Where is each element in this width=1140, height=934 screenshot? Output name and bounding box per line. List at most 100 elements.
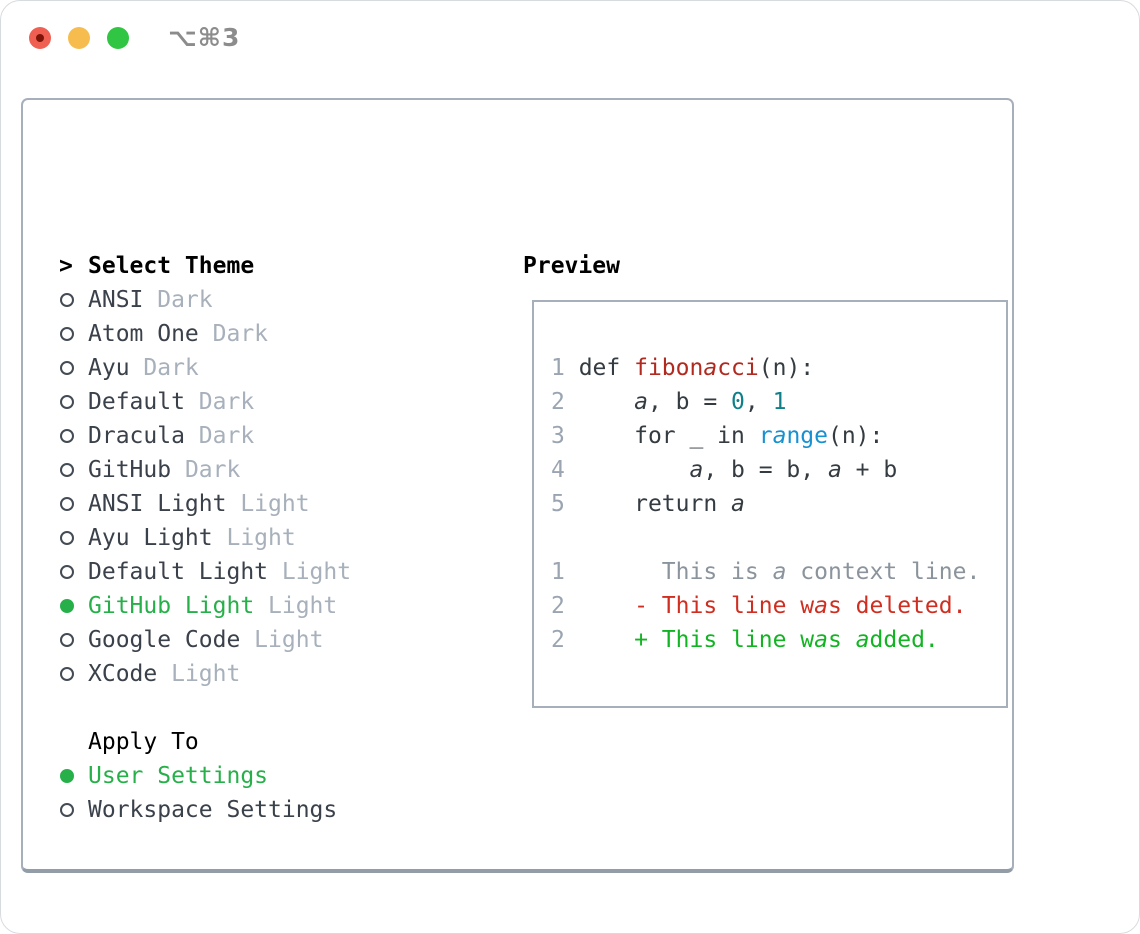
theme-option-default-light[interactable]: Default Light Light: [59, 555, 351, 589]
theme-name: Dracula: [88, 423, 185, 449]
theme-variant: Light: [157, 661, 241, 687]
radio-icon[interactable]: [59, 395, 88, 409]
theme-name: GitHub: [88, 457, 172, 483]
code-token: 5: [551, 491, 579, 517]
select-theme-header-row: > Select Theme: [59, 249, 351, 283]
apply-to-header: Apply To: [88, 729, 199, 755]
cursor-marker: >: [59, 253, 88, 279]
minimize-button[interactable]: [68, 27, 90, 49]
code-token: 1: [551, 355, 579, 381]
radio-icon[interactable]: [59, 497, 88, 511]
code-token: (n):: [758, 355, 815, 381]
theme-variant: Light: [240, 627, 324, 653]
radio-icon[interactable]: [59, 633, 88, 647]
code-line: [551, 521, 980, 555]
theme-variant: Light: [268, 559, 352, 585]
code-token: def: [578, 355, 635, 381]
code-line: 3 for _ in range(n):: [551, 419, 980, 453]
radio-icon[interactable]: [59, 667, 88, 681]
apply-option-label: User Settings: [88, 763, 269, 789]
radio-icon[interactable]: [59, 565, 88, 579]
apply-option-label: Workspace Settings: [88, 797, 338, 823]
code-token: 4: [551, 457, 579, 483]
theme-variant: Light: [254, 593, 338, 619]
radio-icon[interactable]: [59, 531, 88, 545]
theme-option-atom-one[interactable]: Atom One Dark: [59, 317, 351, 351]
theme-variant: Dark: [198, 321, 269, 347]
apply-option-user-settings[interactable]: User Settings: [59, 759, 351, 793]
theme-name: ANSI Light: [88, 491, 227, 517]
theme-variant: Dark: [171, 457, 241, 483]
theme-option-default[interactable]: Default Dark: [59, 385, 351, 419]
code-line: 2 + This line was added.: [551, 623, 980, 657]
code-token: return a: [578, 491, 745, 517]
radio-icon[interactable]: [59, 293, 88, 307]
theme-name: Ayu Light: [88, 525, 213, 551]
help-line-1: (Use Enter to select, Tab to: [59, 929, 447, 933]
code-token: 2: [551, 593, 579, 619]
cursor-arrow-icon: >: [59, 253, 73, 279]
code-line: 1 def fibonacci(n):: [551, 351, 980, 385]
theme-option-ansi[interactable]: ANSI Dark: [59, 283, 351, 317]
theme-name: Default Light: [88, 559, 269, 585]
code-line: 4 a, b = b, a + b: [551, 453, 980, 487]
theme-name: Google Code: [88, 627, 241, 653]
apply-to-header-row: Apply To: [59, 725, 351, 759]
code-token: (n):: [827, 423, 884, 449]
code-line: 1 This is a context line.: [551, 555, 980, 589]
theme-option-xcode[interactable]: XCode Light: [59, 657, 351, 691]
code-token: 1: [772, 389, 787, 415]
theme-option-ayu[interactable]: Ayu Dark: [59, 351, 351, 385]
zoom-button[interactable]: [107, 27, 129, 49]
preview-header: Preview: [523, 253, 620, 279]
code-line: 2 - This line was deleted.: [551, 589, 980, 623]
code-token: ,: [744, 389, 773, 415]
radio-selected-icon[interactable]: [59, 599, 88, 613]
theme-variant: Dark: [184, 389, 255, 415]
code-token: range: [758, 423, 828, 449]
radio-icon[interactable]: [59, 361, 88, 375]
window-title: ⌥⌘3: [168, 23, 241, 52]
code-token: 2: [551, 627, 579, 653]
code-token: - This line was deleted.: [578, 593, 967, 619]
close-button[interactable]: [29, 27, 51, 49]
theme-name: GitHub Light: [88, 593, 255, 619]
radio-icon[interactable]: [59, 803, 88, 817]
theme-option-github[interactable]: GitHub Dark: [59, 453, 351, 487]
theme-name: Atom One: [88, 321, 199, 347]
code-line: 5 return a: [551, 487, 980, 521]
theme-name: Default: [88, 389, 185, 415]
theme-variant: Dark: [184, 423, 255, 449]
theme-name: Ayu: [88, 355, 130, 381]
code-token: 1: [551, 559, 579, 585]
code-token: fibonacci: [634, 355, 759, 381]
radio-icon[interactable]: [59, 327, 88, 341]
theme-variant: Dark: [143, 287, 213, 313]
help-text: (Use Enter to select, Tab to change focu…: [59, 861, 447, 933]
radio-icon[interactable]: [59, 463, 88, 477]
code-line: 2 a, b = 0, 1: [551, 385, 980, 419]
apply-option-workspace-settings[interactable]: Workspace Settings: [59, 793, 351, 827]
radio-icon[interactable]: [59, 429, 88, 443]
code-token: 3: [551, 423, 579, 449]
theme-option-google-code[interactable]: Google Code Light: [59, 623, 351, 657]
theme-variant: Light: [226, 491, 310, 517]
code-token: a, b =: [634, 389, 732, 415]
theme-option-ayu-light[interactable]: Ayu Light Light: [59, 521, 351, 555]
theme-option-github-light[interactable]: GitHub Light Light: [59, 589, 351, 623]
code-token: for _ in: [578, 423, 759, 449]
theme-option-ansi-light[interactable]: ANSI Light Light: [59, 487, 351, 521]
theme-name: ANSI: [88, 287, 144, 313]
code-token: This is a context line.: [578, 559, 981, 585]
radio-selected-icon[interactable]: [59, 769, 88, 783]
theme-name: XCode: [88, 661, 158, 687]
code-token: 0: [731, 389, 745, 415]
theme-option-dracula[interactable]: Dracula Dark: [59, 419, 351, 453]
theme-variant: Dark: [129, 355, 199, 381]
